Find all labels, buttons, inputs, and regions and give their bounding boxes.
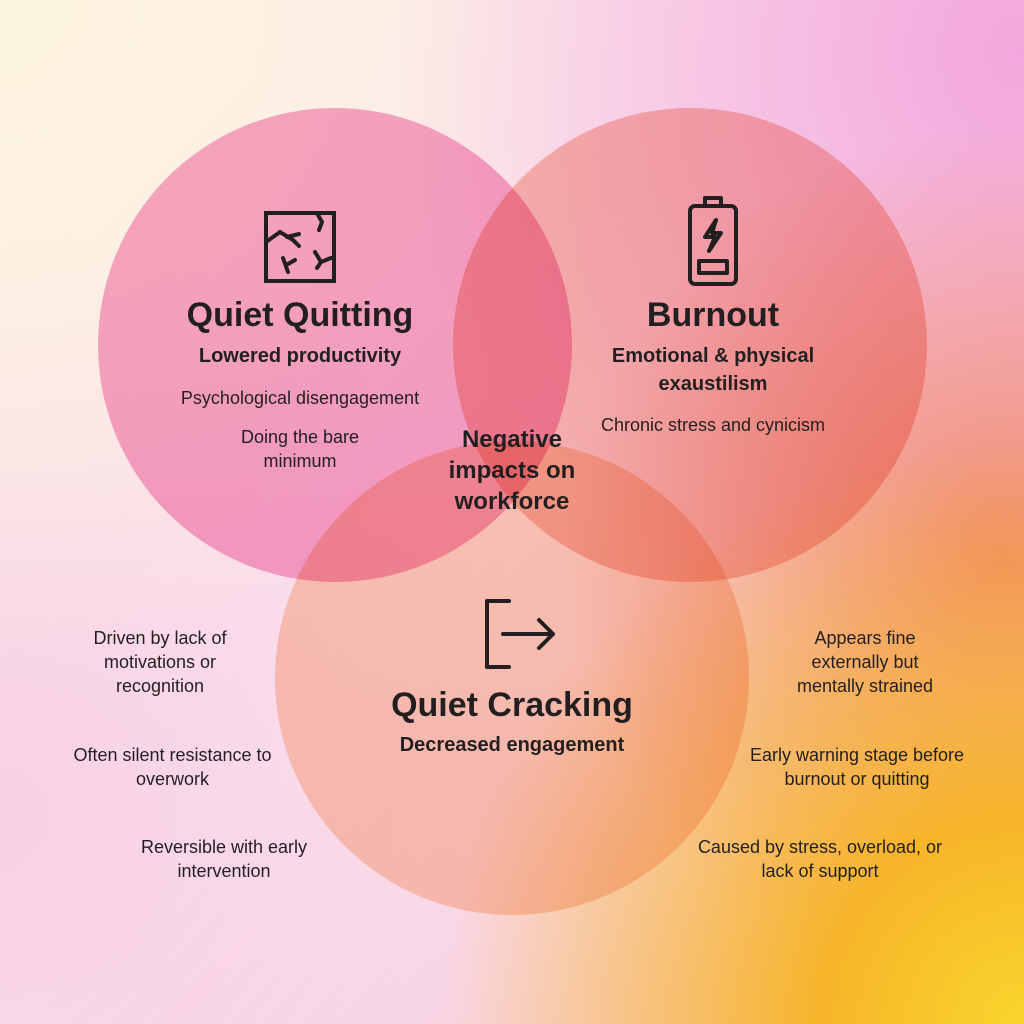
- burnout-title: Burnout: [646, 296, 780, 334]
- center-label: Negative impacts on workforce: [448, 426, 576, 515]
- right-note: Caused by stress, overload, or lack of s…: [697, 837, 943, 881]
- quiet-quitting-title: Quiet Quitting: [186, 296, 414, 334]
- quiet-quitting-point: Psychological disengagement: [180, 388, 420, 408]
- left-note: Reversible with early intervention: [140, 837, 308, 881]
- quiet-quitting-point: Doing the bare minimum: [240, 427, 360, 471]
- left-note: Driven by lack of motivations or recogni…: [93, 628, 227, 696]
- exit-arrow-icon: [485, 599, 555, 669]
- right-note: Early warning stage before burnout or qu…: [749, 745, 965, 789]
- burnout-point: Chronic stress and cynicism: [600, 415, 826, 435]
- low-battery-icon: [688, 196, 738, 286]
- burnout-subtitle: Emotional & physical exaustilism: [611, 345, 815, 395]
- quiet-cracking-title: Quiet Cracking: [391, 686, 633, 724]
- left-note: Often silent resistance to overwork: [73, 745, 272, 789]
- quiet-quitting-subtitle: Lowered productivity: [198, 345, 402, 367]
- quiet-cracking-subtitle: Decreased engagement: [399, 734, 625, 756]
- quiet-cracking-circle: [275, 441, 749, 915]
- cracked-square-icon: [264, 211, 336, 283]
- right-note: Appears fine externally but mentally str…: [796, 628, 934, 696]
